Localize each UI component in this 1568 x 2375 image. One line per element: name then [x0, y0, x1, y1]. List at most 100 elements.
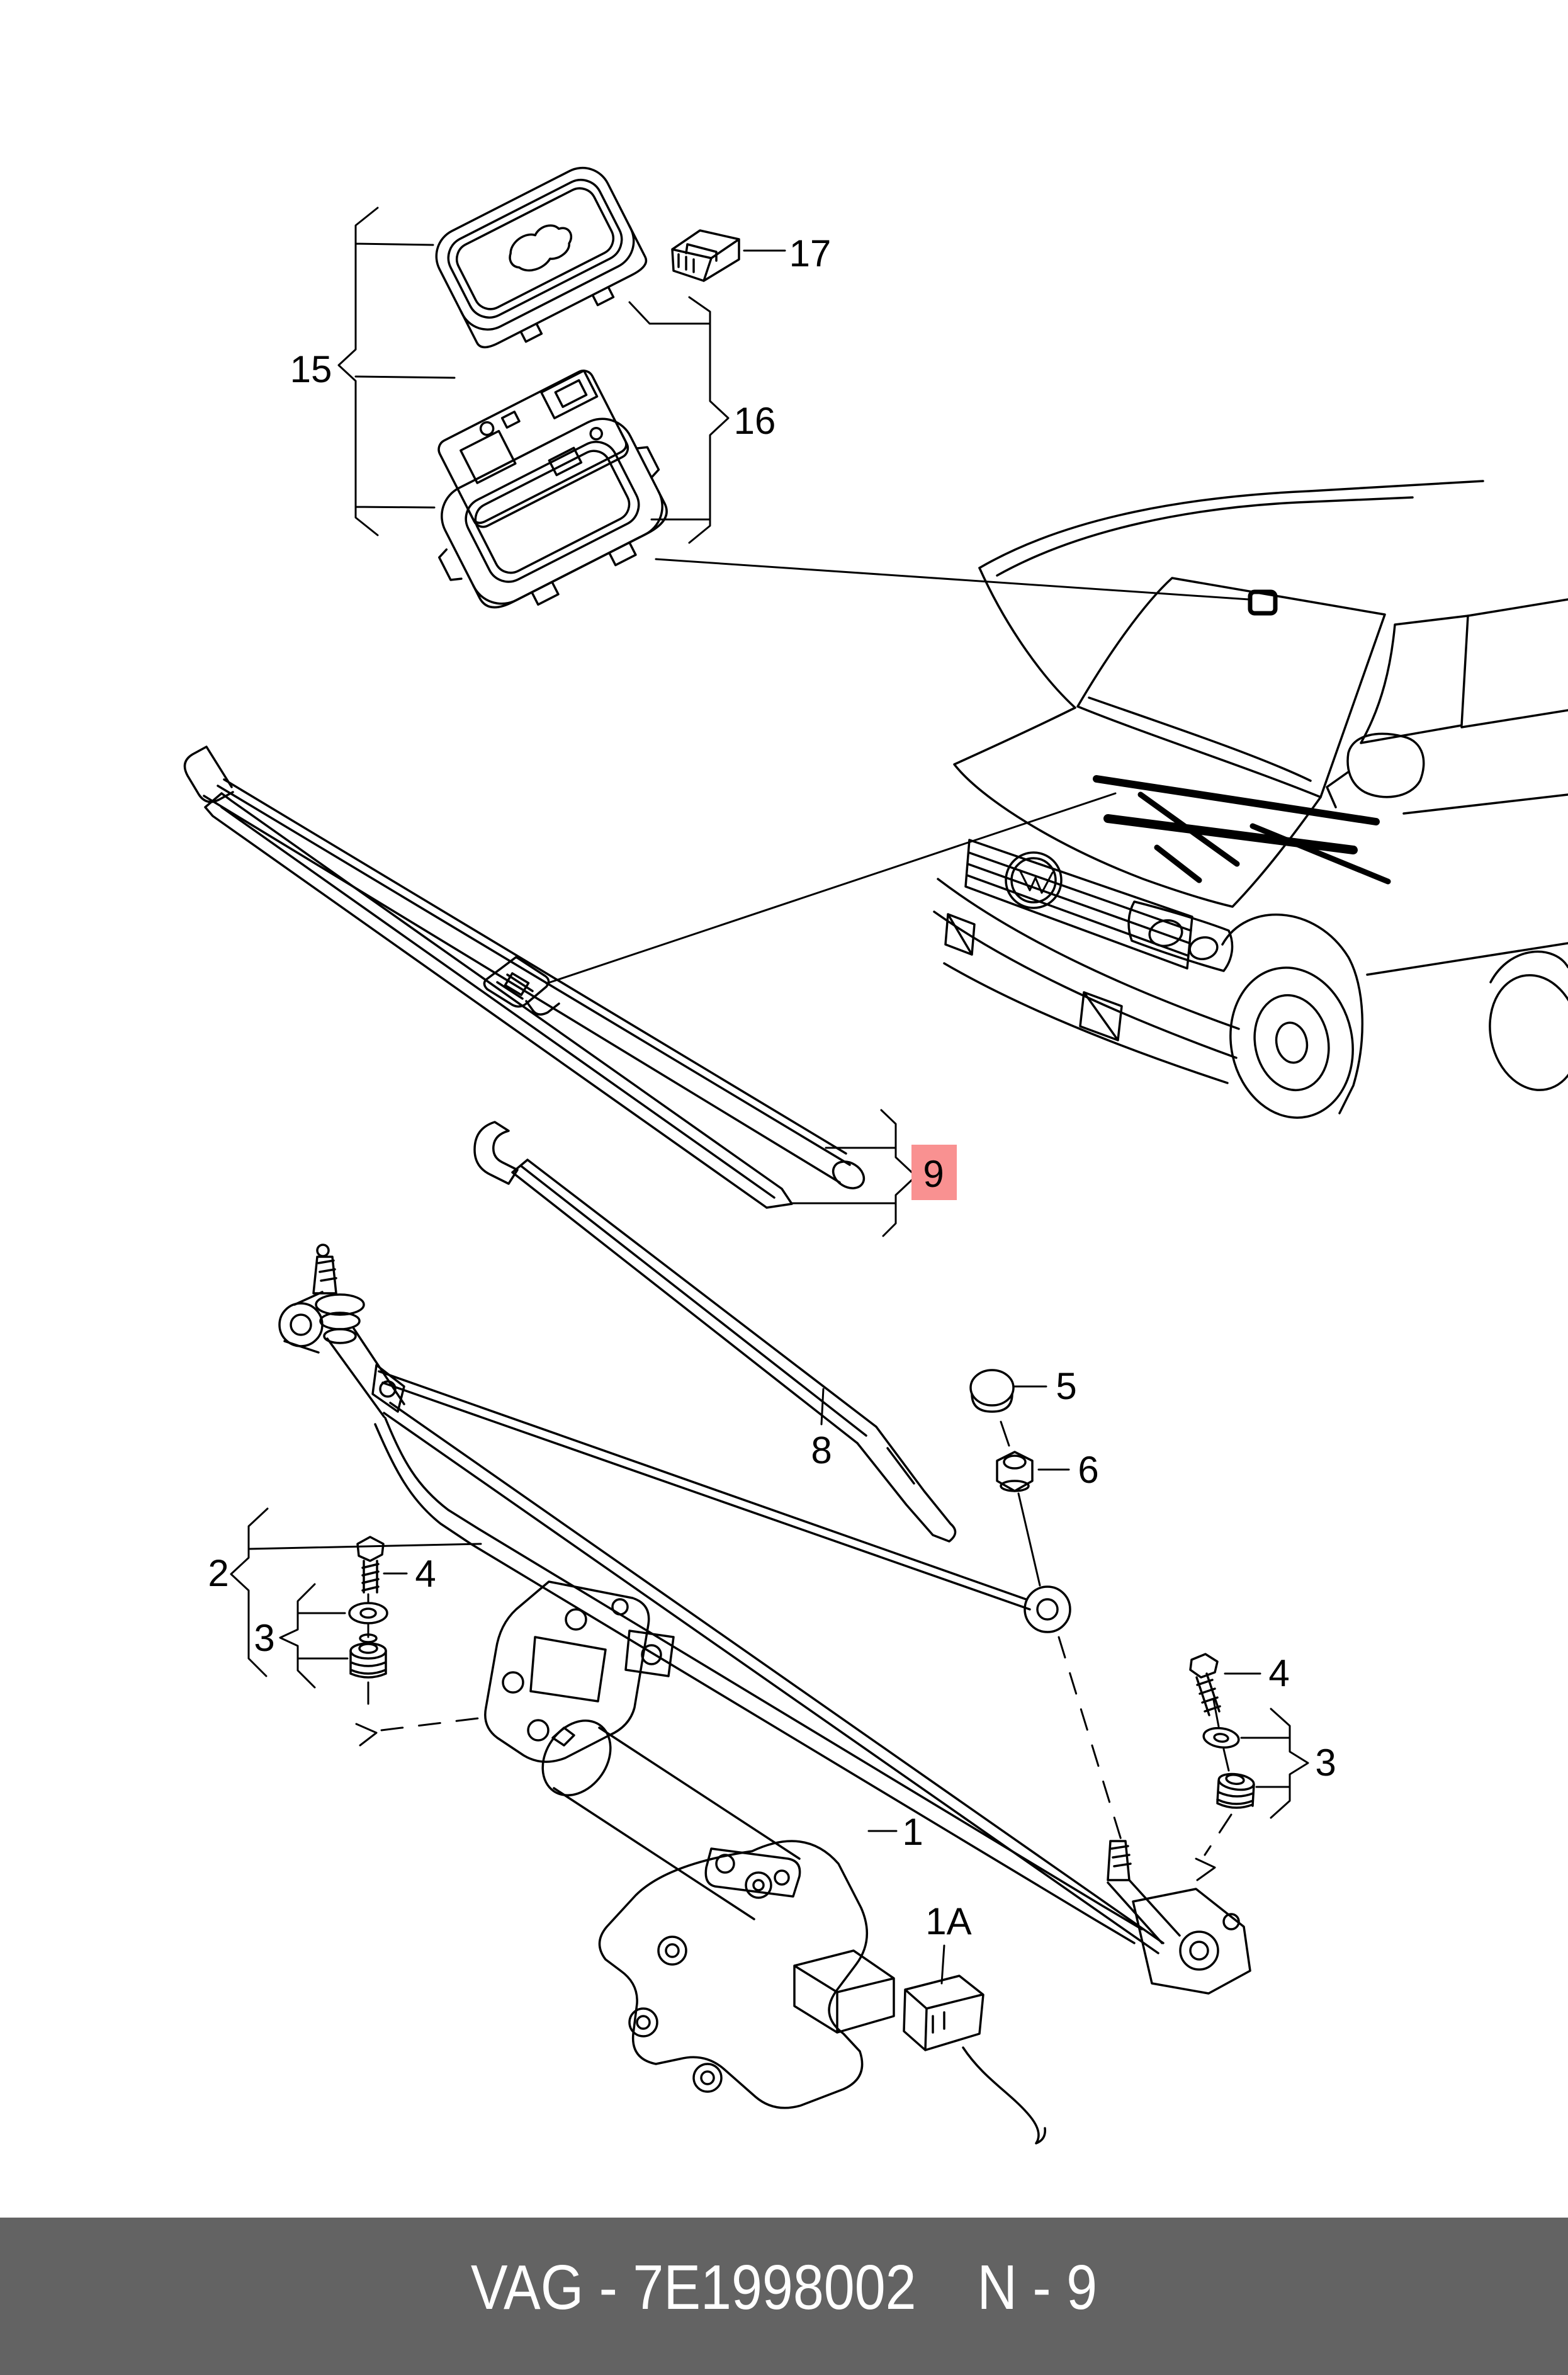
connector-1A-wire: [962, 2046, 1046, 2145]
cap-nut-group: [969, 1369, 1123, 1843]
van-headlight: [1127, 900, 1234, 972]
van-wheel-arch: [1221, 913, 1363, 1114]
arm-hook: [473, 1121, 519, 1185]
motor-shaft: [745, 1871, 772, 1899]
motor-lug-3: [692, 2063, 723, 2093]
motor-gearbox: [598, 1840, 869, 2109]
wiper-motor-group: [541, 1720, 1046, 2145]
footer-part-number: VAG - 7E1998002: [470, 2252, 917, 2323]
nut-hex: [996, 1451, 1034, 1492]
harness-connector-1A: [903, 1975, 1046, 2145]
part-label-16[interactable]: 16: [734, 400, 776, 442]
rear-wheel: [1489, 974, 1568, 1091]
blade1-body: [203, 778, 851, 1184]
blade1-end-cap: [183, 745, 234, 803]
part-label-8[interactable]: 8: [811, 1429, 832, 1471]
part-label-9-selected[interactable]: 9: [923, 1153, 944, 1195]
washer-left-sleeve: [359, 1633, 378, 1643]
grommet-left-hole: [358, 1643, 378, 1654]
part-label-1[interactable]: 1: [902, 1811, 923, 1853]
van-bumper: [933, 878, 1240, 1084]
van-wiper-blade-1: [1093, 775, 1380, 825]
washer-left: [348, 1602, 388, 1624]
front-wheel-rim: [1253, 994, 1330, 1092]
center-mount-plate: [484, 1580, 675, 1763]
dash-left-diagonal: [380, 1716, 485, 1732]
right-bracket-plate: [1132, 1888, 1251, 1995]
motor-crank-plate: [704, 1847, 801, 1898]
left-pivot: [278, 1244, 405, 1418]
grommet-right-hole: [1225, 1774, 1245, 1785]
bolt-4-right: [1189, 1653, 1221, 1716]
right-crank-serration: [1107, 1840, 1132, 1881]
bracket-3-right: [1240, 1708, 1309, 1819]
part-label-2[interactable]: 2: [208, 1552, 228, 1594]
right-bracket-eye-hole: [1189, 1941, 1209, 1961]
cap-dome: [969, 1369, 1015, 1407]
front-wheel: [1229, 966, 1354, 1119]
motor-lug-3-hole: [700, 2070, 715, 2085]
sensor-holder-part: [438, 417, 668, 609]
holder-depth-and-tabs: [438, 446, 668, 609]
stem-right: [1212, 1699, 1230, 1772]
windshield-sensor-marker: [1248, 589, 1278, 616]
sensor-unit-part: [437, 369, 629, 528]
arm-body: [511, 1159, 877, 1444]
leader-blade-to-van: [545, 792, 1117, 985]
leader-sensor-to-van: [655, 558, 1250, 601]
grommet-left-top: [349, 1642, 387, 1660]
van-mirror: [1326, 732, 1425, 808]
part-label-3-right[interactable]: 3: [1315, 1742, 1336, 1784]
rear-wheel-arch: [1489, 950, 1568, 983]
left-pivot-housing: [283, 1291, 405, 1418]
grommet-left: [349, 1642, 387, 1679]
vw-badge-inner: [1010, 857, 1057, 904]
bracket-15: [337, 207, 456, 536]
cap-rim: [971, 1393, 1013, 1413]
sensor-connector-slot: [554, 379, 588, 408]
bracket-16: [628, 296, 730, 544]
part-label-15[interactable]: 15: [290, 348, 332, 390]
motor-end-cap: [541, 1720, 612, 1796]
part-label-17[interactable]: 17: [789, 232, 832, 275]
connector-1A-body: [903, 1975, 984, 2051]
sensor-rect-detail: [548, 446, 583, 477]
part-label-6[interactable]: 6: [1078, 1449, 1098, 1491]
arm-head: [856, 1426, 957, 1543]
vw-badge-glyph: [1018, 869, 1054, 894]
part-label-5[interactable]: 5: [1056, 1365, 1076, 1407]
left-pivot-bushing-3: [323, 1328, 357, 1344]
mount-hardware-left: [279, 1536, 485, 1747]
part-label-1A[interactable]: 1A: [925, 1900, 971, 1942]
motor-lug-1: [657, 1936, 687, 1966]
bracket-3-left: [279, 1583, 349, 1689]
rain-sensor-parts-group: [337, 166, 786, 609]
part-label-4-left[interactable]: 4: [415, 1553, 436, 1595]
sensor-plate: [437, 370, 629, 528]
nut-base: [1000, 1480, 1030, 1492]
arrow-right-zigzag: [1195, 1857, 1216, 1881]
plate-hole-4: [502, 1671, 524, 1694]
van-wiper-blade-2: [1103, 814, 1358, 854]
right-end-bracket: [1107, 1840, 1251, 1995]
van-grille: [964, 839, 1193, 970]
headlight-lens-2: [1188, 936, 1219, 960]
pivot-nut-part-6: [996, 1451, 1034, 1492]
part-label-3-left[interactable]: 3: [254, 1617, 274, 1659]
grommet-right: [1216, 1772, 1255, 1809]
sensor-hole: [479, 421, 495, 436]
motor-cylinder: [551, 1726, 801, 1920]
part-label-4-right[interactable]: 4: [1268, 1652, 1289, 1694]
assembly-dash-eye-to-crank: [1058, 1636, 1123, 1843]
highlight-box-9[interactable]: [911, 1145, 957, 1200]
drag-link-rod-1: [378, 1370, 1031, 1611]
headlight-lens-1: [1148, 919, 1183, 948]
motor-lug-2-hole: [636, 2015, 651, 2030]
bracket-9: [789, 1109, 917, 1237]
motor-lug-1-hole: [665, 1943, 680, 1958]
wiper-linkage-group: [230, 1244, 1251, 1995]
dash-right-diagonal: [1204, 1813, 1232, 1856]
right-crank-arm: [1107, 1879, 1181, 1944]
van-roof-inner: [996, 496, 1414, 577]
van-roof: [978, 480, 1484, 569]
